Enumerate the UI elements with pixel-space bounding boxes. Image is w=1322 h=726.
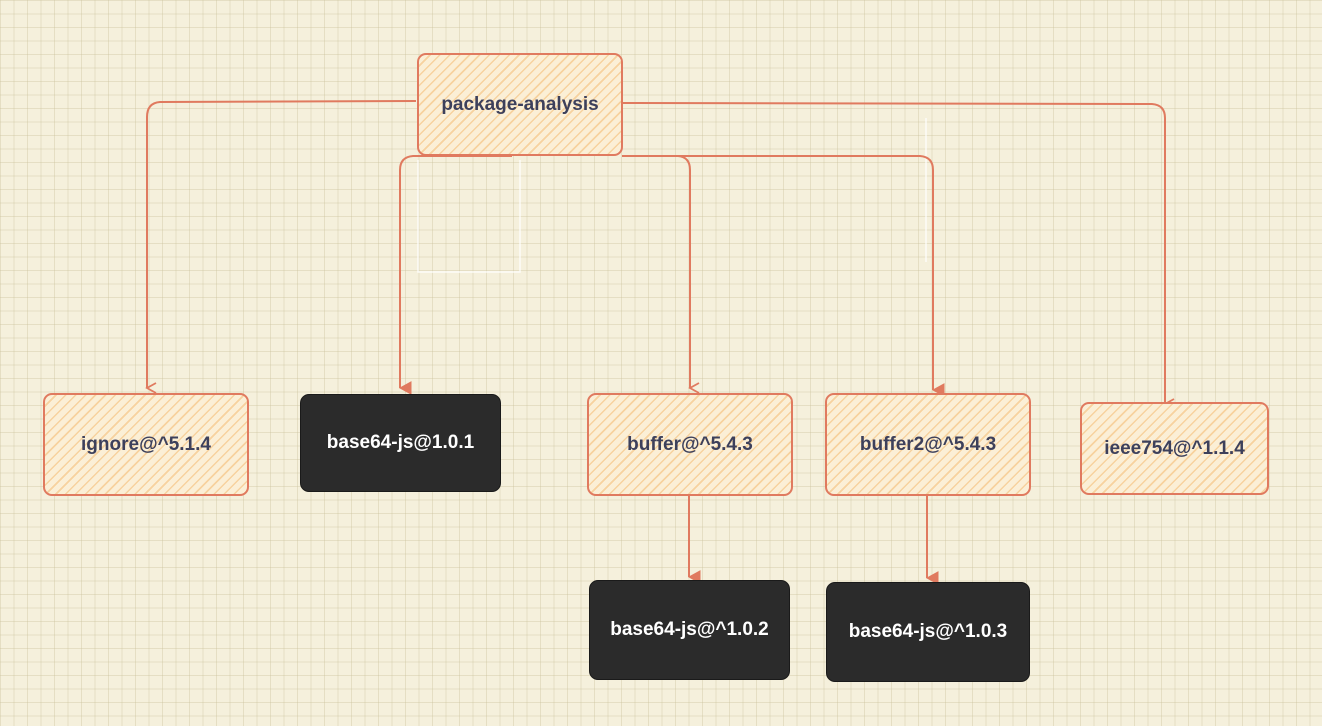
- node-label: package-analysis: [441, 93, 599, 115]
- node-ignore[interactable]: ignore@^5.1.4: [43, 393, 249, 496]
- node-base64-js-1-0-3[interactable]: base64-js@^1.0.3: [826, 582, 1030, 682]
- edge-root-to-buffer: [622, 155, 700, 394]
- edge-root-to-buffer2: [640, 155, 945, 397]
- node-label: base64-js@1.0.1: [326, 432, 475, 453]
- node-label: buffer2@^5.4.3: [859, 433, 997, 455]
- node-label: ignore@^5.1.4: [81, 433, 211, 455]
- node-base64-js-1-0-1[interactable]: base64-js@1.0.1: [300, 394, 501, 492]
- node-base64-js-1-0-2[interactable]: base64-js@^1.0.2: [589, 580, 790, 680]
- node-label: buffer@^5.4.3: [627, 433, 753, 455]
- node-label: base64-js@^1.0.2: [610, 619, 769, 640]
- node-ieee754[interactable]: ieee754@^1.1.4: [1080, 402, 1269, 495]
- node-buffer2[interactable]: buffer2@^5.4.3: [825, 393, 1031, 496]
- edge-root-to-ignore: [145, 100, 417, 394]
- node-package-analysis[interactable]: package-analysis: [417, 53, 623, 156]
- node-label: ieee754@^1.1.4: [1104, 437, 1245, 459]
- node-label: base64-js@^1.0.3: [848, 621, 1008, 642]
- edge-root-to-base64-101: [398, 155, 512, 395]
- guide-line: [417, 160, 521, 273]
- edge-root-to-ieee754: [621, 102, 1175, 410]
- node-buffer[interactable]: buffer@^5.4.3: [587, 393, 793, 496]
